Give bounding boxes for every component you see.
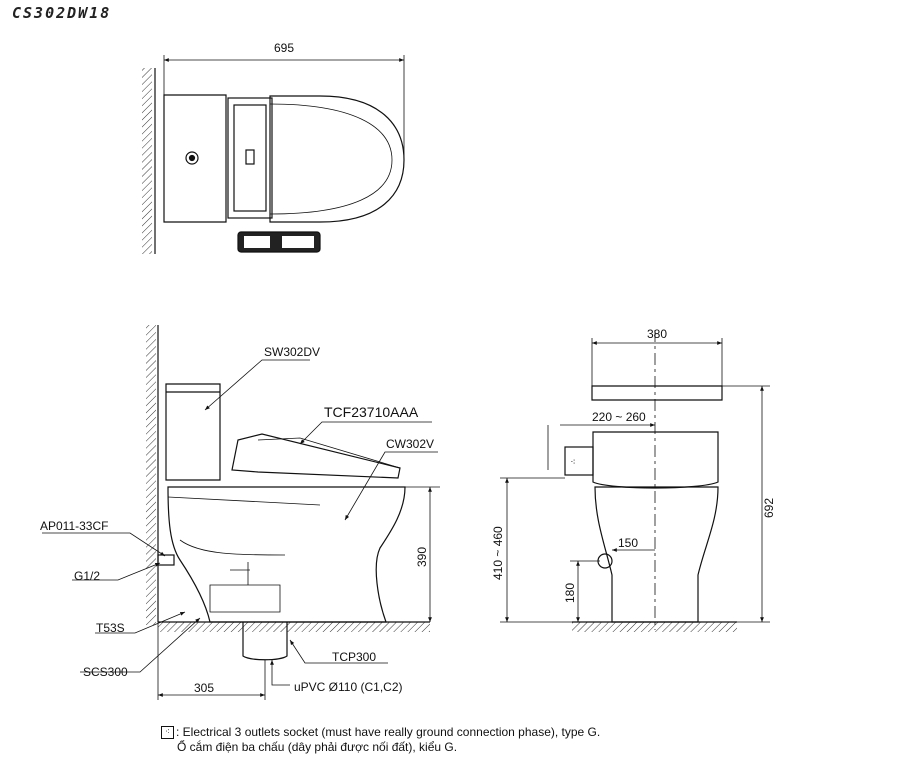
trap-flange: [209, 584, 281, 613]
bowl-front: [594, 486, 719, 623]
seat-hinge: [227, 97, 273, 219]
leader-thread: [72, 562, 161, 581]
leader-hose: [95, 611, 186, 634]
label-hose: T53S: [96, 621, 125, 635]
label-thread: G1/2: [74, 569, 100, 583]
socket-box: [564, 446, 594, 476]
dim-410-460-label: 410 ~ 460: [491, 526, 505, 580]
socket-icon: ⁖: [161, 726, 174, 740]
side-view: [42, 325, 440, 700]
drain-pipe: [242, 622, 288, 661]
label-angle-valve: AP011-33CF: [40, 519, 108, 533]
leader-seat: [299, 421, 432, 445]
wall-hatch-top: [142, 68, 152, 254]
flush-button: [185, 151, 199, 165]
angle-valve: [157, 554, 175, 566]
label-flange: TCP300: [332, 650, 376, 664]
tank-top: [163, 94, 227, 223]
wall-hatch-side: [146, 325, 156, 625]
dim-390-label: 390: [415, 547, 429, 567]
dim-150-label: 150: [618, 536, 638, 550]
leader-screw: [80, 617, 201, 673]
model-number: CS302DW18: [12, 4, 112, 22]
leader-flange: [289, 639, 388, 664]
dim-180-label: 180: [563, 583, 577, 603]
note-line-2: Ổ cắm điện ba chấu (dây phải được nối đấ…: [177, 740, 458, 754]
dim-695-label: 695: [274, 41, 294, 55]
seat-front: [592, 431, 719, 489]
water-supply: [597, 553, 613, 569]
dim-220-260-label: 220 ~ 260: [592, 410, 646, 424]
tank-front: [591, 385, 723, 401]
label-pipe: uPVC Ø110 (C1,C2): [294, 680, 403, 694]
seat-lid-outline: [269, 95, 405, 223]
dim-380-label: 380: [647, 327, 667, 341]
dim-305-label: 305: [194, 681, 214, 695]
dim-692-label: 692: [762, 498, 776, 518]
leader-valve: [42, 532, 166, 557]
floor-hatch-front: [572, 622, 737, 632]
note-line-1-text: : Electrical 3 outlets socket (must have…: [176, 725, 601, 739]
top-view: [142, 55, 405, 254]
label-bowl: CW302V: [386, 437, 434, 451]
socket-box-icon: ⁖: [570, 458, 575, 468]
label-screw: SCS300: [83, 665, 128, 679]
label-tank: SW302DV: [264, 345, 320, 359]
tank-side: [165, 383, 221, 481]
leader-pipe: [270, 660, 290, 686]
front-view: [500, 330, 770, 632]
leader-tank: [204, 359, 310, 411]
note-line-1: ⁖: Electrical 3 outlets socket (must hav…: [161, 725, 600, 740]
legend-note: ⁖: Electrical 3 outlets socket (must hav…: [161, 725, 600, 755]
bowl-side: [167, 486, 406, 623]
leader-bowl: [344, 451, 438, 521]
label-seat: TCF23710AAA: [324, 404, 419, 420]
seat-side: [231, 433, 401, 479]
floor-hatch-side: [158, 622, 430, 632]
